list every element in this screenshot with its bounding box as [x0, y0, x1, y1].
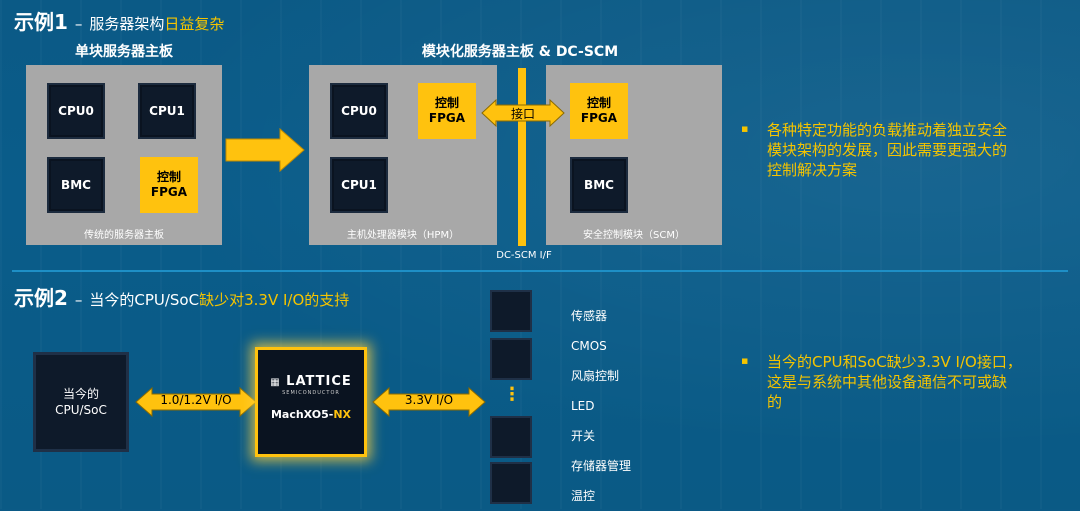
example1-dash: –: [74, 15, 83, 33]
single-board-panel: CPU0 CPU1 BMC 控制 FPGA 传统的服务器主板: [26, 65, 222, 245]
scm-control-fpga-chip: 控制 FPGA: [570, 83, 628, 139]
bullet2-marker: ▪: [741, 354, 749, 367]
cpu-soc-line1: 当今的: [62, 387, 99, 401]
cpu-soc-line2: CPU/SoC: [55, 403, 107, 417]
hpm-fpga-line1: 控制: [434, 96, 459, 110]
device-switch: 开关: [571, 429, 596, 443]
lattice-logo-icon: ▦: [270, 377, 281, 388]
lattice-machxo5-chip: ▦ LATTICE SEMICONDUCTOR MachXO5-NX: [255, 347, 367, 457]
hpm-fpga-line2: FPGA: [428, 111, 466, 125]
example1-title: 示例1: [14, 10, 68, 34]
scm-bmc-chip: BMC: [570, 157, 628, 213]
dc-scm-if-label: DC-SCM I/F: [496, 250, 552, 261]
hpm-control-fpga-chip: 控制 FPGA: [418, 83, 476, 139]
cpu1-chip: CPU1: [138, 83, 196, 139]
io1-label: 1.0/1.2V I/O: [160, 393, 232, 407]
lattice-sub: SEMICONDUCTOR: [282, 390, 340, 396]
lattice-brand: LATTICE: [286, 374, 352, 389]
device-sensor: 传感器: [571, 309, 608, 323]
device-list: 传感器 CMOS 风扇控制 LED 开关 存储器管理 温控: [571, 301, 631, 511]
hpm-cpu0-label: CPU0: [341, 104, 377, 118]
example1-subtitle-highlight: 日益复杂: [164, 15, 225, 33]
device-memory-management: 存储器管理: [571, 459, 632, 473]
bullet1-text: 各种特定功能的负载推动着独立安全 模块架构的发展，因此需要更强大的 控制解决方案: [767, 120, 1077, 180]
hpm-panel: CPU0 控制 FPGA CPU1 主机处理器模块（HPM）: [309, 65, 497, 245]
scm-caption: 安全控制模块（SCM）: [583, 230, 685, 241]
fpga-label-line1: 控制: [156, 170, 181, 184]
device-square-cmos: [490, 338, 532, 380]
bullet2-line1: 当今的CPU和SoC缺少3.3V I/O接口，: [767, 353, 1022, 371]
machxo-main: MachXO5-: [270, 408, 334, 421]
bullet1-line2: 模块架构的发展，因此需要更强大的: [767, 141, 1008, 159]
bmc-label: BMC: [61, 178, 91, 192]
transition-arrow-icon: [225, 127, 305, 173]
bullet1-line1: 各种特定功能的负载推动着独立安全: [767, 121, 1008, 139]
example2-subtitle-highlight: 缺少对3.3V I/O的支持: [199, 291, 350, 309]
bullet1-line3: 控制解决方案: [767, 161, 858, 179]
cpu-soc-block: 当今的 CPU/SoC: [33, 352, 129, 452]
example1-heading: 示例1 – 服务器架构日益复杂: [14, 6, 224, 35]
section-divider: [12, 270, 1068, 272]
interface-label: 接口: [510, 107, 535, 121]
example2-title: 示例2: [14, 286, 68, 310]
single-board-caption: 传统的服务器主板: [84, 230, 164, 241]
modular-board-heading: 模块化服务器主板 & DC-SCM: [421, 44, 619, 60]
example2-dash: –: [74, 291, 83, 309]
example2-subtitle: 当今的CPU/SoC: [89, 291, 200, 309]
fpga-label-line2: FPGA: [150, 185, 188, 199]
device-square-switch: [490, 416, 532, 458]
hpm-cpu1-label: CPU1: [341, 178, 377, 192]
device-led: LED: [571, 399, 595, 413]
interface-double-arrow-icon: [481, 98, 565, 128]
dc-scm-interface-bar: [518, 68, 526, 246]
device-cmos: CMOS: [571, 339, 607, 353]
bmc-chip: BMC: [47, 157, 105, 213]
bullet1-marker: ▪: [741, 122, 749, 135]
io2-label: 3.3V I/O: [404, 393, 454, 407]
single-board-heading: 单块服务器主板: [75, 44, 173, 60]
lattice-logo: ▦ LATTICE: [258, 374, 364, 389]
bullet2-text: 当今的CPU和SoC缺少3.3V I/O接口， 这是与系统中其他设备通信不可或缺…: [767, 352, 1077, 412]
machxo-suffix: NX: [333, 408, 352, 421]
control-fpga-chip: 控制 FPGA: [140, 157, 198, 213]
device-square-temp: [490, 462, 532, 504]
hpm-cpu0-chip: CPU0: [330, 83, 388, 139]
machxo-label: MachXO5-NX: [258, 408, 364, 421]
cpu1-label: CPU1: [149, 104, 185, 118]
scm-bmc-label: BMC: [584, 178, 614, 192]
vertical-dots-icon: ⋮: [503, 384, 521, 405]
scm-fpga-line2: FPGA: [580, 111, 618, 125]
bullet2-line2: 这是与系统中其他设备通信不可或缺: [767, 373, 1008, 391]
device-temp-control: 温控: [571, 489, 596, 503]
example1-subtitle: 服务器架构: [89, 15, 165, 33]
cpu0-chip: CPU0: [47, 83, 105, 139]
io-arrow-2-icon: [372, 386, 486, 418]
device-square-sensor: [490, 290, 532, 332]
device-fan-control: 风扇控制: [571, 369, 620, 383]
cpu0-label: CPU0: [58, 104, 94, 118]
hpm-caption: 主机处理器模块（HPM）: [346, 230, 460, 241]
hpm-cpu1-chip: CPU1: [330, 157, 388, 213]
scm-panel: 控制 FPGA BMC 安全控制模块（SCM）: [546, 65, 722, 245]
scm-fpga-line1: 控制: [586, 96, 611, 110]
bullet2-line3: 的: [767, 393, 783, 411]
example2-heading: 示例2 – 当今的CPU/SoC缺少对3.3V I/O的支持: [14, 282, 349, 311]
